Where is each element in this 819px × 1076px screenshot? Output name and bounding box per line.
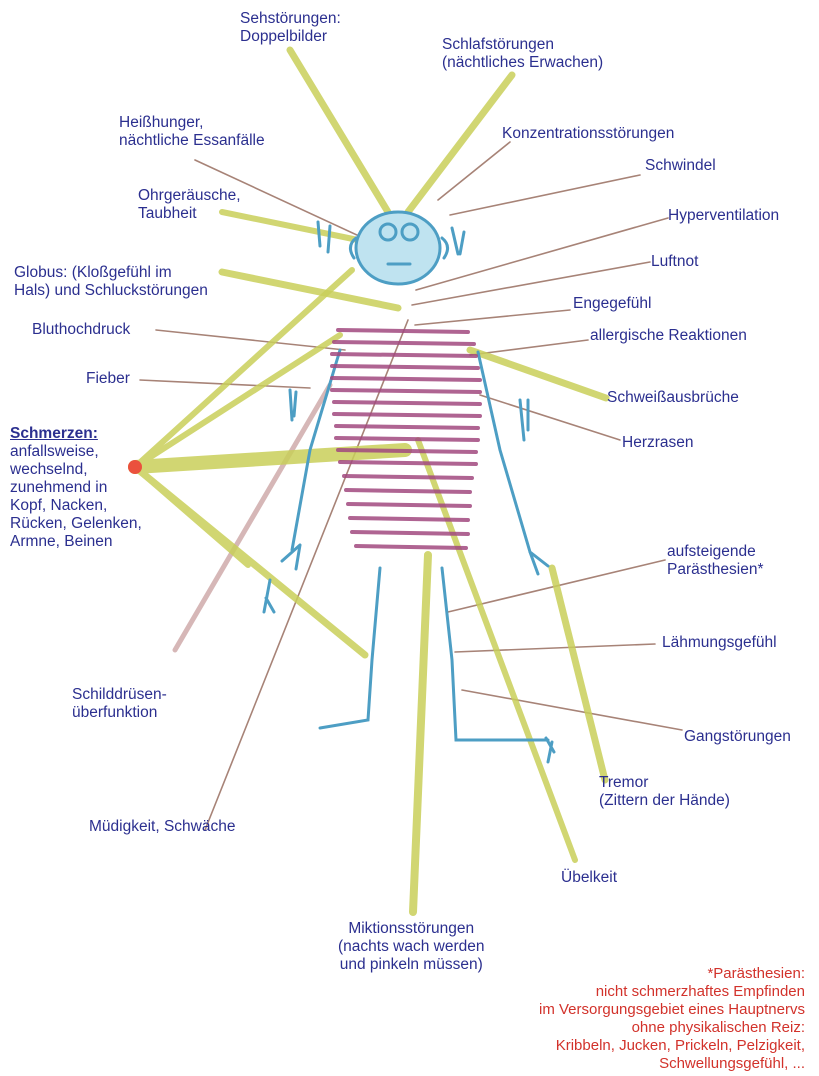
footnote-parästhesien: *Parästhesien: nicht schmerzhaftes Empfi… [539, 965, 805, 1073]
label-schlafstoerungen: Schlafstörungen (nächtliches Erwachen) [442, 36, 603, 72]
label-uebelkeit: Übelkeit [561, 869, 617, 887]
label-schmerzen: Schmerzen: anfallsweise, wechselnd, zune… [10, 425, 142, 551]
torso-stripe [338, 330, 468, 332]
schmerzen-title: Schmerzen: [10, 425, 142, 443]
torso-stripe [332, 366, 478, 368]
ray-miktion [413, 555, 428, 912]
label-schweiss: Schweißausbrüche [607, 389, 739, 407]
torso-stripe [334, 414, 480, 416]
label-engegefuehl: Engegefühl [573, 295, 651, 313]
ray-muedigkeit [205, 320, 408, 830]
ray-tremor [552, 568, 605, 780]
ray-engegefuehl [415, 310, 570, 325]
ray-schwindel [450, 175, 640, 215]
label-konzentration: Konzentrationsstörungen [502, 125, 674, 143]
torso-stripe [350, 518, 468, 520]
label-bluthochdruck: Bluthochdruck [32, 321, 130, 339]
pain-ray-leg [135, 467, 365, 655]
right-arm [478, 352, 548, 574]
label-globus: Globus: (Kloßgefühl im Hals) und Schluck… [14, 264, 208, 300]
ray-uebelkeit [418, 440, 575, 860]
torso-stripe [336, 438, 478, 440]
ray-hyperventilation [416, 218, 668, 290]
left-arm-fringe [290, 390, 296, 420]
torso-stripe [338, 450, 476, 452]
hair-right [452, 228, 464, 254]
left-foot [264, 580, 274, 612]
label-schwindel: Schwindel [645, 157, 716, 175]
label-hyperventilation: Hyperventilation [668, 207, 779, 225]
label-allergie: allergische Reaktionen [590, 327, 747, 345]
label-laehmung: Lähmungsgefühl [662, 634, 777, 652]
ray-gang [462, 690, 682, 730]
figure-head [356, 212, 440, 284]
torso-stripe [332, 390, 480, 392]
label-herzrasen: Herzrasen [622, 434, 694, 452]
right-ear [442, 238, 448, 258]
right-arm-fringe [520, 400, 528, 440]
right-foot [546, 738, 554, 762]
label-luftnot: Luftnot [651, 253, 698, 271]
torso-stripe [352, 532, 468, 534]
torso-stripe [356, 546, 466, 548]
torso-stripe [346, 490, 470, 492]
torso-stripe [344, 476, 472, 478]
label-ohrgeraeusche: Ohrgeräusche, Taubheit [138, 187, 241, 223]
label-heisshunger: Heißhunger, nächtliche Essanfälle [119, 114, 265, 150]
torso-stripe [340, 462, 476, 464]
ray-laehmung [455, 644, 655, 652]
ray-konzentration [438, 142, 510, 200]
label-fieber: Fieber [86, 370, 130, 388]
label-sehstoerungen: Sehstörungen: Doppelbilder [240, 10, 341, 46]
label-parästhesien: aufsteigende Parästhesien* [667, 543, 764, 579]
ray-schweiss [470, 350, 606, 398]
torso-stripe [334, 402, 480, 404]
pain-ray-neck [135, 335, 340, 467]
label-muedigkeit: Müdigkeit, Schwäche [89, 818, 235, 836]
torso-stripe [348, 504, 470, 506]
ray-herzrasen [480, 395, 620, 440]
hair-left [318, 222, 330, 252]
torso-stripe [332, 354, 476, 356]
torso [332, 330, 480, 548]
label-schilddruese: Schilddrüsen- überfunktion [72, 686, 167, 722]
pain-ray-back [135, 450, 405, 467]
ray-sehstoerungen [290, 50, 388, 212]
label-miktion: Miktionsstörungen (nachts wach werden un… [338, 920, 484, 974]
thick-rays [222, 50, 606, 912]
left-leg [320, 568, 380, 728]
torso-stripe [336, 426, 478, 428]
label-gang: Gangstörungen [684, 728, 791, 746]
torso-stripe [334, 342, 474, 344]
label-tremor: Tremor (Zittern der Hände) [599, 774, 730, 810]
ray-schlafstoerungen [408, 75, 512, 212]
torso-stripe [332, 378, 480, 380]
